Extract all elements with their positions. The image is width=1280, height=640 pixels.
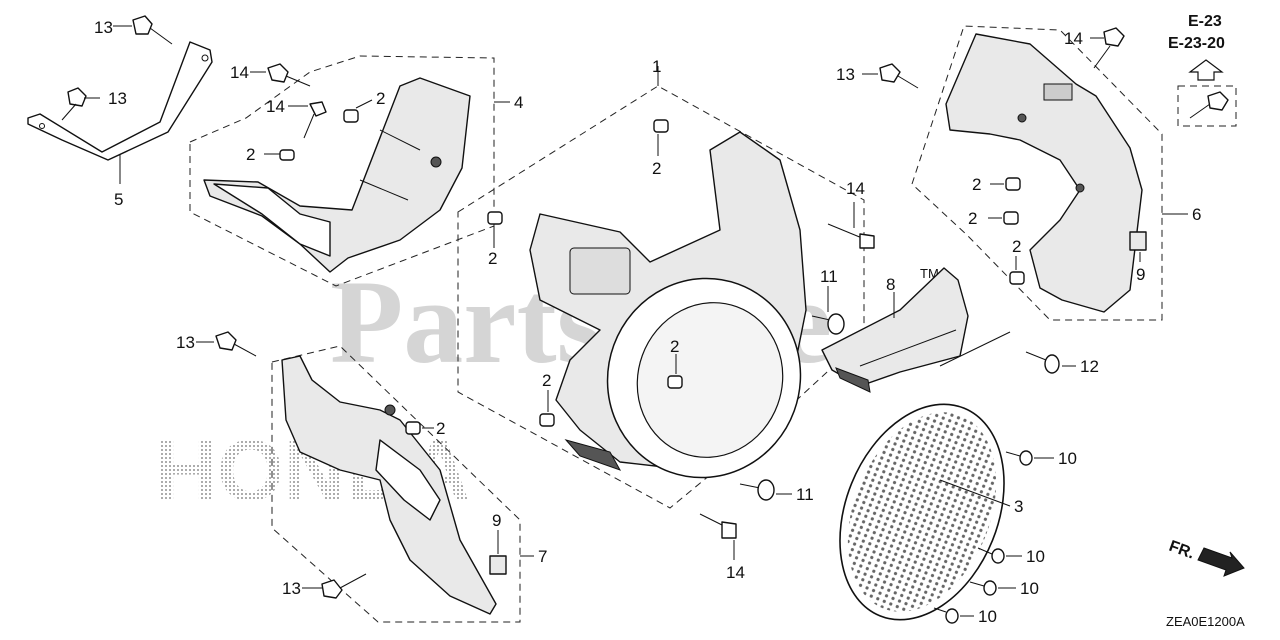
screw-10-d	[933, 607, 959, 624]
grommet-2-part1-b	[487, 211, 503, 225]
bolt-13-top	[132, 15, 173, 45]
grommet-2-part4-a	[343, 109, 359, 123]
screw-10-a	[1005, 450, 1033, 466]
grommet-2-part1-a	[653, 119, 669, 133]
screw-10-b	[977, 547, 1005, 564]
front-marker-label: FR.	[1167, 538, 1197, 563]
callout-14: 14	[1064, 29, 1083, 48]
grommet-2-part7	[405, 421, 421, 435]
bolt-11-upper	[811, 313, 845, 335]
callout-10: 10	[978, 607, 997, 626]
grommet-2-part4-b	[279, 149, 295, 161]
part-5-bracket	[27, 41, 213, 161]
callout-14: 14	[230, 63, 249, 82]
callout-10: 10	[1058, 449, 1077, 468]
bolt-13-left	[61, 87, 87, 121]
screw-10-c	[969, 580, 997, 596]
grommet-2-part6-a	[1005, 177, 1021, 191]
bolt-14-part4	[267, 63, 311, 87]
callout-13: 13	[176, 333, 195, 352]
callout-2: 2	[1012, 237, 1021, 256]
callout-13: 13	[836, 65, 855, 84]
bolt-13-part7-bottom	[321, 573, 367, 599]
callout-14: 14	[846, 179, 865, 198]
callout-11: 11	[796, 485, 814, 504]
callout-2: 2	[376, 89, 385, 108]
part-4-shroud	[203, 77, 471, 273]
callout-7: 7	[538, 547, 547, 566]
callout-10: 10	[1026, 547, 1045, 566]
callout-9: 9	[492, 511, 501, 530]
callout-2: 2	[246, 145, 255, 164]
bolt-13-part6	[879, 63, 919, 89]
callout-6: 6	[1192, 205, 1201, 224]
callout-4: 4	[514, 93, 523, 112]
callout-13: 13	[282, 579, 301, 598]
callout-3: 3	[1014, 497, 1023, 516]
callout-2: 2	[542, 371, 551, 390]
callout-1: 1	[652, 57, 661, 76]
reference-bolt	[1189, 91, 1229, 119]
reference-line-2: E-23-20	[1168, 35, 1225, 52]
bolt-11-lower	[739, 479, 775, 501]
callout-2: 2	[972, 175, 981, 194]
clip-9-part7	[489, 555, 507, 575]
diagram-code: ZEA0E1200A	[1166, 614, 1245, 629]
callout-13: 13	[94, 18, 113, 37]
callout-2: 2	[488, 249, 497, 268]
callout-8: 8	[886, 275, 895, 294]
callout-12: 12	[1080, 357, 1099, 376]
front-arrow-icon	[1197, 547, 1245, 577]
bolt-14-center-upper	[827, 223, 875, 249]
callout-5: 5	[114, 190, 123, 209]
part-3-screen	[839, 403, 1005, 621]
bolt-13-part7-top	[215, 331, 257, 357]
part-7-shroud	[281, 355, 497, 615]
clip-9-part6	[1129, 231, 1147, 251]
callout-13: 13	[108, 89, 127, 108]
bolt-12	[1025, 351, 1060, 374]
grommet-2-part6-c	[1009, 271, 1025, 285]
reference-arrow-icon	[1188, 59, 1224, 81]
callout-9: 9	[1136, 265, 1145, 284]
callout-14: 14	[726, 563, 745, 582]
grommet-2-part6-b	[1003, 211, 1019, 225]
part-8-trim	[821, 267, 969, 393]
bolt-14-center-lower	[699, 513, 737, 539]
part-6-shroud	[945, 33, 1143, 313]
callout-10: 10	[1020, 579, 1039, 598]
callout-2: 2	[652, 159, 661, 178]
reference-box	[1177, 85, 1237, 127]
grommet-2-part1-d	[539, 413, 555, 427]
bolt-14-part4b	[303, 101, 327, 139]
bolt-14-part6	[1093, 27, 1125, 69]
callout-2: 2	[670, 337, 679, 356]
callout-11: 11	[820, 267, 838, 286]
callout-14: 14	[266, 97, 285, 116]
grommet-2-part1-c	[667, 375, 683, 389]
callout-2: 2	[436, 419, 445, 438]
callout-2: 2	[968, 209, 977, 228]
reference-line-1: E-23	[1188, 13, 1222, 30]
part-1-fan-cover	[529, 131, 807, 479]
